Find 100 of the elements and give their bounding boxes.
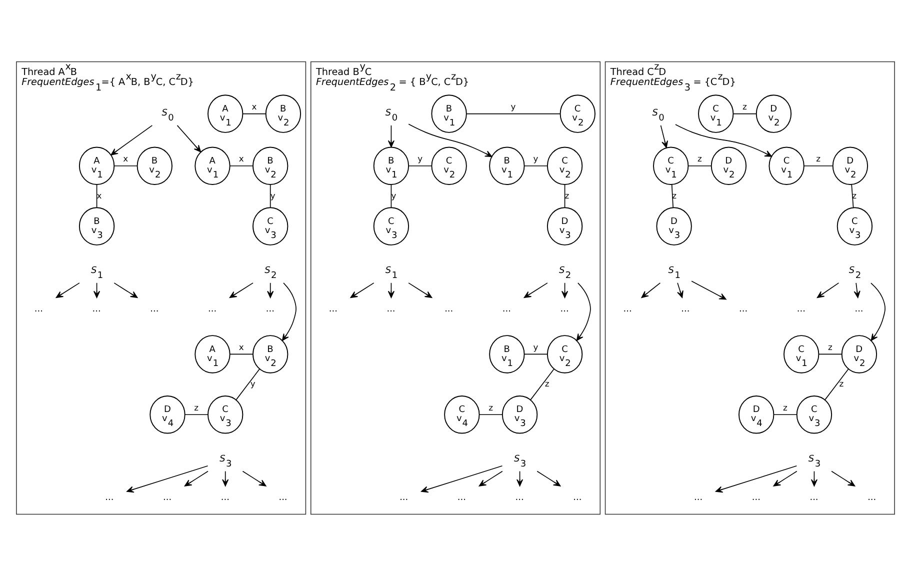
connector	[732, 112, 757, 114]
node-text: ...	[681, 304, 690, 314]
edge-label: z	[839, 378, 844, 388]
node-text: ...	[868, 492, 876, 502]
node-text: ...	[623, 304, 632, 314]
arrow	[641, 282, 661, 298]
edge-label: z	[828, 341, 832, 352]
node-text: ...	[266, 304, 274, 314]
node-text: ...	[163, 492, 172, 502]
edge-label: z	[194, 402, 199, 412]
edge-label: z	[488, 402, 493, 412]
connector	[818, 353, 842, 354]
arrow	[715, 464, 798, 492]
connector	[229, 164, 254, 166]
node-text: ...	[278, 492, 288, 502]
edge-label: z	[783, 402, 788, 412]
node-text: ...	[854, 304, 864, 314]
arrow	[114, 282, 138, 298]
connector	[242, 112, 266, 114]
node-text: ...	[739, 304, 748, 314]
arrow	[421, 464, 503, 492]
arrow	[350, 282, 374, 298]
node-text: ...	[796, 304, 806, 314]
arrow	[773, 470, 798, 486]
edge-label: x	[238, 153, 244, 164]
connector	[184, 414, 208, 415]
connector	[688, 164, 712, 166]
arrow	[229, 282, 254, 298]
edge-label: z	[698, 153, 702, 164]
node-text: ...	[810, 492, 818, 502]
edge-label: z	[742, 101, 747, 112]
edge-label: y	[391, 190, 396, 200]
arrow	[576, 282, 591, 340]
arrow	[536, 470, 561, 486]
edge-label: z	[564, 190, 570, 200]
connector	[773, 414, 798, 415]
connector	[114, 164, 138, 166]
arrow	[110, 124, 153, 155]
node-text: ...	[573, 492, 582, 502]
arrow	[675, 124, 772, 156]
arrow	[677, 282, 684, 298]
arrow	[870, 282, 886, 340]
node-text: ...	[444, 304, 454, 314]
arrow	[184, 470, 208, 486]
node-text: ...	[386, 304, 396, 314]
edge-label: x	[252, 101, 257, 112]
arrow	[388, 124, 395, 147]
arrow	[267, 282, 274, 298]
edge-label: x	[238, 341, 244, 352]
arrow	[524, 282, 548, 298]
connector	[530, 368, 554, 400]
edge-label: x	[96, 190, 102, 200]
arrow	[816, 282, 840, 298]
node-text: ...	[457, 492, 466, 502]
connector	[524, 353, 548, 354]
arrow	[478, 470, 503, 486]
node-text: ...	[328, 304, 338, 314]
connector	[390, 184, 392, 208]
edge-label: y	[250, 378, 256, 388]
arrow	[691, 280, 726, 300]
node-text: ...	[560, 304, 569, 314]
arrow	[854, 282, 860, 298]
node-text: ...	[34, 304, 44, 314]
arrow	[222, 470, 229, 486]
arrow	[56, 282, 80, 298]
connector	[466, 112, 561, 114]
connector	[236, 368, 260, 400]
edge-label: y	[510, 101, 516, 112]
connector	[478, 414, 503, 415]
node-text: ...	[150, 304, 159, 314]
node-text: ...	[515, 492, 524, 502]
arrow	[282, 282, 296, 340]
connector	[564, 184, 566, 208]
node-text: ...	[220, 492, 230, 502]
node-text: ...	[92, 304, 101, 314]
node-text: ...	[752, 492, 760, 502]
edge-label: z	[816, 153, 821, 164]
arrow	[831, 470, 856, 486]
edge-label: z	[544, 378, 550, 388]
connector	[408, 164, 432, 166]
arrow	[126, 464, 208, 492]
connector	[671, 184, 674, 208]
arrow	[242, 470, 266, 486]
edge-label: y	[270, 190, 276, 200]
connector	[824, 368, 849, 400]
node-text: ...	[502, 304, 512, 314]
connector	[524, 164, 548, 166]
node-text: ...	[208, 304, 217, 314]
arrow	[660, 124, 668, 148]
connector	[270, 184, 271, 208]
connector	[229, 353, 254, 354]
connector	[804, 164, 834, 166]
arrow	[408, 282, 432, 298]
edge-label: y	[533, 153, 538, 164]
edge-label: x	[123, 153, 128, 164]
node-text: ...	[105, 492, 114, 502]
node-text: ...	[694, 492, 703, 502]
edge-label: y	[418, 153, 423, 164]
node-text: ...	[400, 492, 408, 502]
arrow	[176, 124, 202, 152]
